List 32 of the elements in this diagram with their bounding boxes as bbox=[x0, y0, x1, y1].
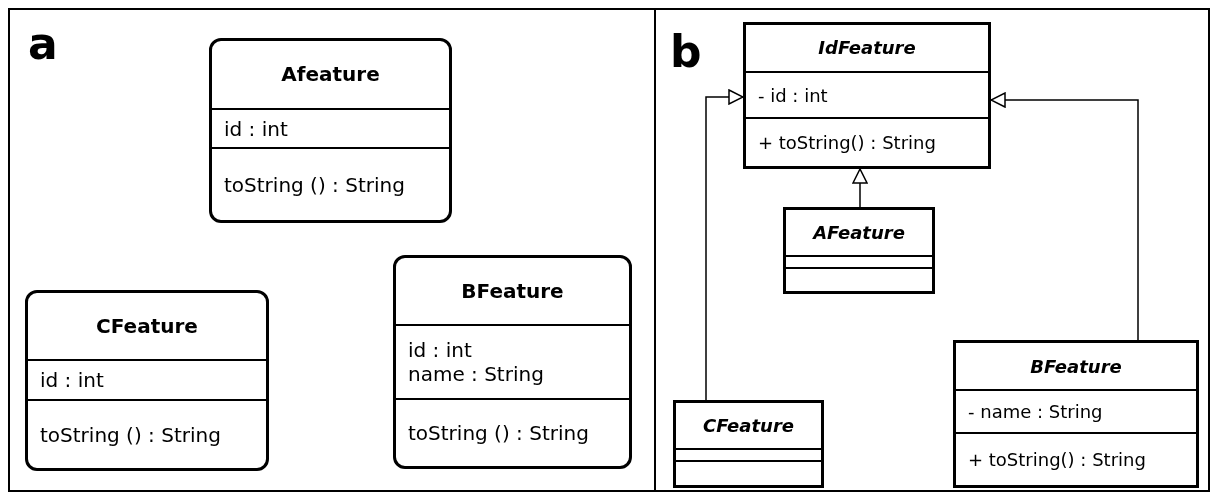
attribute-text: name : String bbox=[408, 362, 545, 386]
class-name: BFeature bbox=[1030, 355, 1122, 377]
panel bbox=[654, 8, 1210, 492]
method-text: toString () : String bbox=[40, 422, 222, 447]
class-name: Afeature bbox=[281, 62, 380, 87]
inheritance-arrow bbox=[990, 92, 1139, 341]
class-name: BFeature bbox=[461, 279, 564, 304]
class-box bbox=[953, 340, 1199, 488]
class-name: CFeature bbox=[96, 313, 198, 338]
class-name: CFeature bbox=[703, 414, 794, 436]
class-box bbox=[783, 207, 935, 294]
panel-label: b bbox=[670, 30, 702, 74]
attribute-text: id : int bbox=[224, 116, 289, 141]
panel-label: a bbox=[28, 22, 58, 66]
inheritance-arrow bbox=[705, 89, 744, 401]
class-name: IdFeature bbox=[818, 37, 916, 59]
class-box bbox=[25, 290, 269, 471]
attribute-text: id : int bbox=[408, 338, 473, 362]
attribute-text: id : int bbox=[40, 368, 105, 392]
class-box bbox=[673, 400, 824, 488]
method-text: + toString() : String bbox=[968, 449, 1147, 471]
class-name: AFeature bbox=[813, 221, 905, 243]
method-text: + toString() : String bbox=[758, 132, 937, 153]
attribute-text: - id : int bbox=[758, 84, 829, 106]
attribute-text: - name : String bbox=[968, 401, 1104, 423]
class-box bbox=[743, 22, 991, 169]
method-text: toString () : String bbox=[224, 172, 406, 197]
panel bbox=[8, 8, 656, 492]
class-box bbox=[209, 38, 452, 223]
class-box bbox=[393, 255, 632, 469]
method-text: toString () : String bbox=[408, 421, 590, 445]
inheritance-arrow bbox=[852, 168, 868, 208]
